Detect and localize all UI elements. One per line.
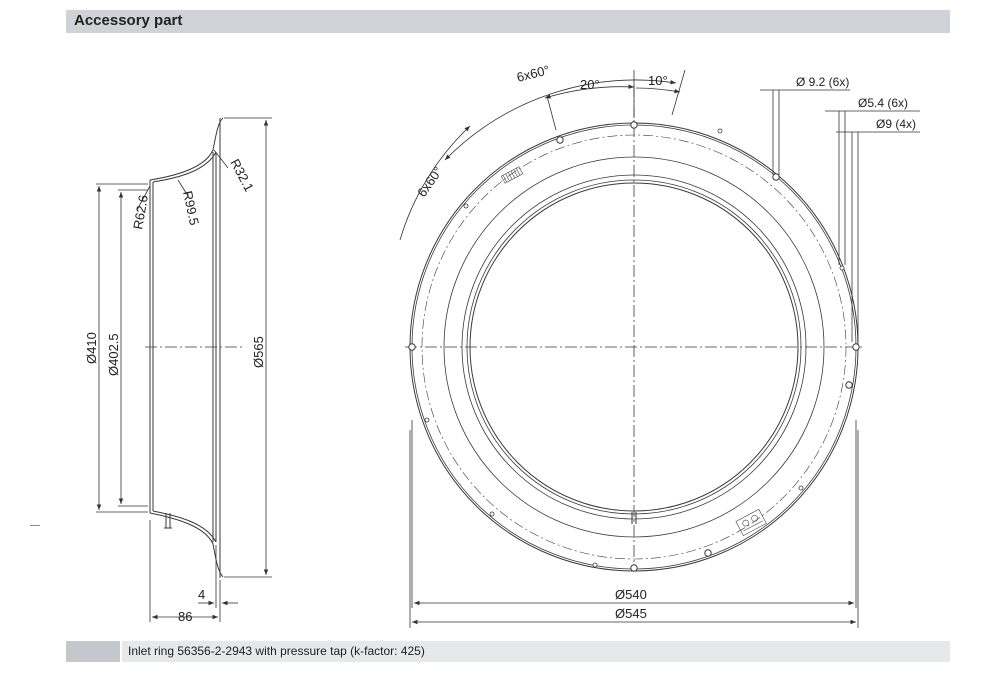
small-hole-5 [798,485,804,491]
angle-20-label: 20° [580,77,600,92]
footer-swatch [66,641,120,662]
hole-top-right [772,173,780,181]
header-bar: Accessory part [66,10,950,33]
angle-10-label: 10° [648,73,668,88]
dim-565-label: Ø565 [251,336,266,368]
pressure-tap [164,513,172,529]
pressure-tap-marker [631,512,637,524]
ring-b [461,174,807,520]
dim-410-label: Ø410 [84,332,99,364]
angle-left-label: 6x60° [414,164,445,200]
bell-curve-top [149,117,224,181]
small-holes [424,128,845,568]
small-hole-2 [839,265,845,271]
radius-626-label: R62.6 [130,194,151,231]
dim-4025-label: Ø402.5 [106,333,121,376]
angle-arc-6x60-left [399,125,471,241]
small-hole-4 [489,511,495,517]
hole-right [852,343,860,351]
front-view [405,85,862,572]
bell-curve-bottom-inner [152,510,217,543]
hole-54-label: Ø5.4 (6x) [858,96,908,110]
angle-arc-10 [635,87,681,94]
footer-caption: Inlet ring 56356-2-2943 with pressure ta… [128,644,425,658]
small-hole-7 [717,128,723,134]
bell-curve-bottom [149,512,224,578]
hole-top-left [556,136,564,144]
r321-leader [213,149,229,169]
radius-995-label: R99.5 [180,190,202,227]
inner-ring [469,182,799,512]
hole-92-label: Ø 9.2 (6x) [796,75,849,89]
bell-curve-top-inner [152,151,217,183]
flange-label: 4 [198,587,205,602]
hole-left [408,343,416,351]
angle-top-label: 6x60° [515,62,551,85]
radius-321-label: R32.1 [227,156,257,194]
label-plate-bottom [735,508,767,537]
angle-ext-20 [546,95,557,131]
side-view [145,117,245,578]
depth-label: 86 [178,609,192,624]
r995-leader [177,179,189,197]
angle-arc-20 [544,84,635,99]
label-plate-top [500,166,524,184]
hole-bottom-right [704,549,712,557]
ring-c [466,179,802,515]
small-hole-1 [463,203,469,209]
dim-545-label: Ø545 [615,606,647,621]
hole-right-low [845,381,853,389]
section-title: Accessory part [74,12,183,29]
small-hole-6 [592,562,598,568]
angle-ext-10 [671,69,686,116]
hole-9-label: Ø9 (4x) [876,117,916,131]
footer-bar: Inlet ring 56356-2-2943 with pressure ta… [122,641,950,662]
r626-leader [136,185,151,211]
hole-bottom [630,564,638,572]
hole-top [630,121,638,129]
dim-540-label: Ø540 [615,587,647,602]
margin-tick [30,525,40,526]
small-hole-3 [424,417,430,423]
